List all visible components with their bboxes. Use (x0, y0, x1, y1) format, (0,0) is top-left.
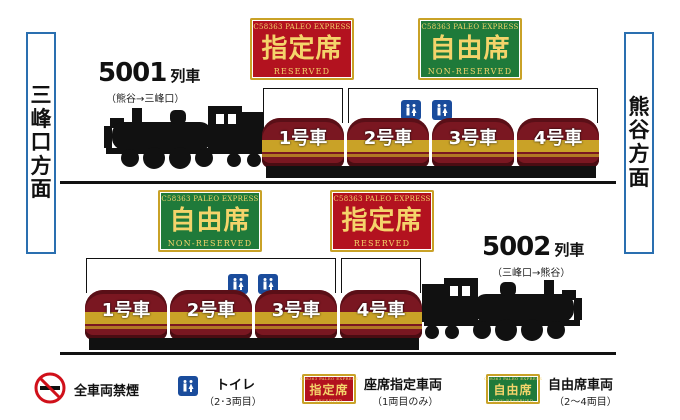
badge-en: RESERVED (273, 67, 331, 76)
badge-top: C58363 PALEO EXPRESS (253, 23, 351, 31)
badge-top: C58363 PALEO EXPRESS (333, 195, 431, 203)
rail (60, 352, 616, 355)
legend-reserved: 座席指定車両 (364, 378, 443, 393)
badge-top: C58363 PALEO EXPRESS (421, 23, 519, 31)
car-stripe (517, 140, 599, 152)
car-2: 2号車 (347, 118, 429, 168)
car-4: 4号車 (517, 118, 599, 168)
car-3: 3号車 (432, 118, 514, 168)
badge-top: C58363 PALEO EXPRESS (161, 195, 259, 203)
direction-kumagaya: 熊 谷 方 面 (624, 32, 654, 254)
car-stripe (262, 140, 344, 152)
reserved-badge: C58363 PALEO EXPRESS 指定席 RESERVED (330, 190, 434, 252)
legend-toilet: トイレ (216, 378, 256, 393)
badge-top: C58363 PALEO EXPRESS (299, 376, 359, 381)
car-2: 2号車 (170, 290, 252, 340)
toilet-icon (228, 274, 248, 294)
car-stripe (517, 154, 599, 157)
toilet-icon (401, 100, 421, 120)
bogies (89, 338, 419, 350)
badge-top: C58363 PALEO EXPRESS (483, 376, 543, 381)
side-left-char: 三 (30, 83, 52, 108)
side-left-char: 面 (30, 177, 52, 202)
car-stripe (262, 154, 344, 157)
car-stripe (432, 154, 514, 157)
car-label: 2号車 (363, 128, 413, 149)
car-stripe (340, 312, 422, 324)
badge-en: NON-RESERVED (427, 67, 513, 76)
car-label: 2号車 (186, 300, 236, 321)
nonreserved-badge: C58363 PALEO EXPRESS 自由席 NON-RESERVED (418, 18, 522, 80)
train-suffix: 列車 (554, 241, 585, 259)
reserved-badge: C58363 PALEO EXPRESS 指定席 RESERVED (250, 18, 354, 80)
side-right-char: 方 (628, 142, 650, 166)
bracket-nonreserved (348, 88, 598, 123)
train-route: （三峰口→熊谷） (492, 268, 571, 279)
side-right-char: 谷 (628, 118, 650, 143)
car-4: 4号車 (340, 290, 422, 340)
badge-en: RESERVED (353, 239, 411, 248)
bracket-nonreserved (86, 258, 336, 293)
badge-en: NON-RESERVED (492, 398, 534, 403)
no-smoking-icon (34, 372, 66, 404)
car-label: 4号車 (533, 128, 583, 149)
badge-kanji: 指定席 (341, 206, 423, 236)
car-label: 4号車 (356, 300, 406, 321)
car-stripe (432, 140, 514, 152)
car-1: 1号車 (85, 290, 167, 340)
badge-kanji: 指定席 (261, 34, 343, 64)
reserved-badge: C58363 PALEO EXPRESS 指定席 RESERVED (299, 374, 359, 404)
bogies (266, 166, 596, 178)
car-stripe (85, 312, 167, 324)
nonreserved-badge: C58363 PALEO EXPRESS 自由席 NON-RESERVED (483, 374, 543, 404)
car-label: 1号車 (278, 128, 328, 149)
car-stripe (347, 154, 429, 157)
legend-nosmoking: 全車両禁煙 (74, 384, 140, 399)
car-stripe (170, 326, 252, 329)
badge-kanji: 自由席 (169, 206, 251, 236)
car-label: 3号車 (271, 300, 321, 321)
badge-en: NON-RESERVED (167, 239, 253, 248)
badge-en: RESERVED (315, 398, 343, 403)
side-right-char: 熊 (628, 94, 650, 119)
car-stripe (347, 140, 429, 152)
train-number: 5001 (98, 58, 167, 88)
legend-toilet-sub: （2･3両目） (204, 397, 262, 408)
car-3: 3号車 (255, 290, 337, 340)
badge-kanji: 自由席 (493, 382, 533, 397)
legend-nonreserved-sub: （2〜4両目） (554, 397, 617, 408)
car-stripe (170, 312, 252, 324)
badge-kanji: 指定席 (309, 382, 349, 397)
car-stripe (85, 326, 167, 329)
rail (60, 181, 616, 184)
legend-reserved-sub: （1両目のみ） (372, 397, 439, 408)
car-1: 1号車 (262, 118, 344, 168)
toilet-icon (178, 376, 198, 396)
side-right-char: 面 (628, 165, 650, 190)
nonreserved-badge: C58363 PALEO EXPRESS 自由席 NON-RESERVED (158, 190, 262, 252)
train-number: 5002 (482, 232, 551, 262)
direction-mitsuminekuchi: 三 峰 口 方 面 (26, 32, 56, 254)
steam-locomotive-icon (104, 106, 264, 169)
train-suffix: 列車 (170, 67, 201, 85)
car-label: 1号車 (101, 300, 151, 321)
side-left-char: 口 (30, 130, 52, 155)
toilet-icon (258, 274, 278, 294)
car-label: 3号車 (448, 128, 498, 149)
toilet-icon (432, 100, 452, 120)
car-stripe (255, 312, 337, 324)
car-stripe (340, 326, 422, 329)
bracket-reserved (263, 88, 343, 123)
steam-locomotive-icon (422, 278, 582, 341)
badge-kanji: 自由席 (429, 34, 511, 64)
side-left-char: 方 (30, 153, 52, 178)
train-route: （熊谷→三峰口） (106, 94, 185, 105)
bracket-reserved (341, 258, 421, 293)
car-stripe (255, 326, 337, 329)
legend-nonreserved: 自由席車両 (548, 378, 614, 393)
side-left-char: 峰 (30, 106, 52, 131)
